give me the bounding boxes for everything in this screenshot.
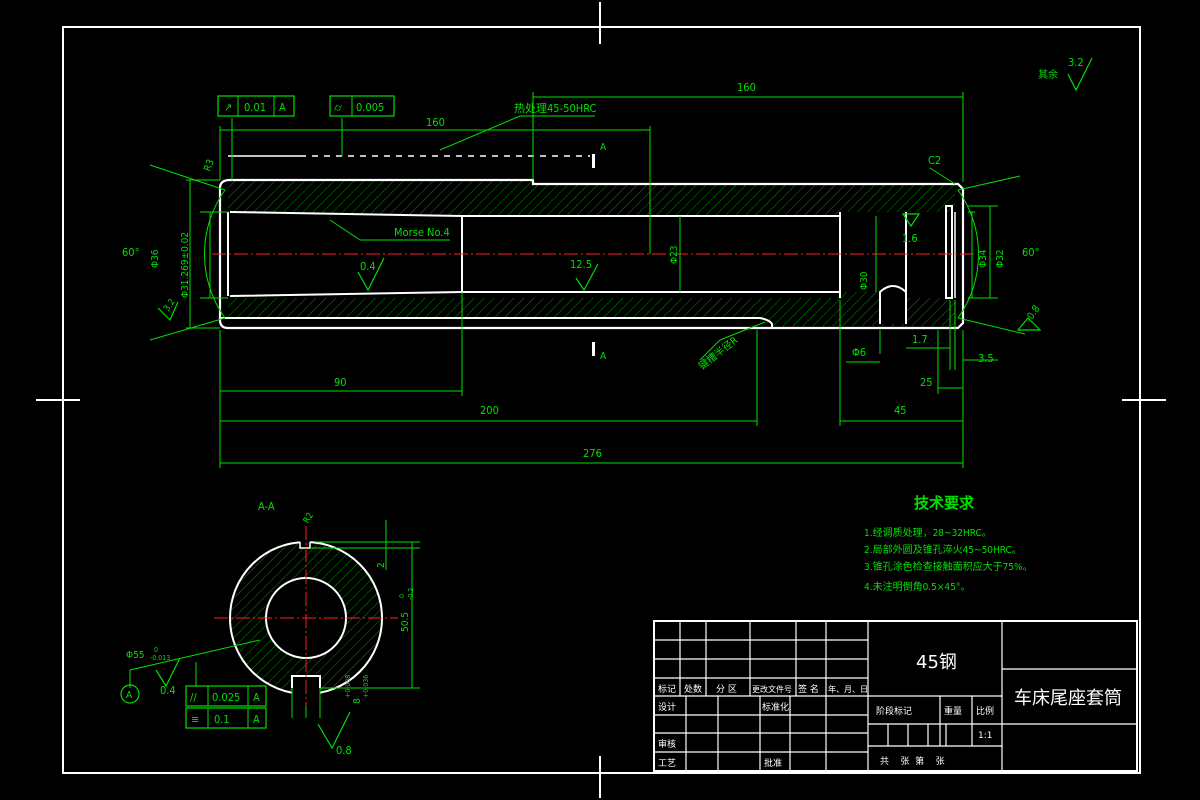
technical-requirements: 技术要求 1.经调质处理，28~32HRC。 2.局部外圆及锥孔淬火45~50H… [864,494,1033,593]
tolerance-frame-cylindricity: ⌭ 0.005 [329,95,395,117]
section-dim-groove: 2 [376,562,387,568]
keyway-note: 键槽半径R [696,334,740,373]
rev-header-date: 年、月、日 [828,684,868,694]
upper-wall-hatch [228,180,955,216]
sheets-label: 共 张 第 张 [880,755,945,767]
roughness-12-5: 12.5 [570,258,592,271]
svg-text:↗: ↗ [224,101,232,114]
roughness-rest-label: 其余 [1038,68,1058,81]
dim-phi-23: Φ23 [669,245,680,264]
roughness-0-4: 0.4 [360,260,376,273]
roughness-1-6: 1.6 [902,232,918,245]
dim-phi-36: Φ36 [150,249,161,268]
section-roughness-0-4: 0.4 [160,684,176,697]
section-dim-r2: R2 [302,511,316,525]
tech-req-title: 技术要求 [914,494,975,512]
svg-text:0.025: 0.025 [212,691,240,704]
svg-text:A: A [279,101,286,114]
svg-text:0.1: 0.1 [214,713,230,726]
rev-header-zone: 分 区 [716,684,737,695]
dim-phi-6: Φ6 [852,346,866,359]
tech-req-item: 2.局部外圆及锥孔淬火45~50HRC。 [864,543,1022,556]
section-datum-a: A [126,690,133,701]
section-dim-height-tol: -0.2 [407,588,415,600]
rev-header-mark: 标记 [658,683,676,695]
section-dim-slot-tol-top: +0.098 [344,675,352,698]
section-view: A-A A Φ55 0 -0.013 50.5 0 -0.2 [120,500,420,757]
stage-mark-label: 阶段标记 [876,705,912,717]
tech-req-item: 4.未注明倒角0.5×45°。 [864,580,970,593]
tolerance-frame-runout: ↗ 0.01 A [217,95,295,117]
dim-phi-34: Φ34 [978,249,989,268]
svg-text:A: A [253,713,260,726]
row-process: 工艺 [658,758,676,769]
svg-text:⌭: ⌭ [334,101,342,114]
row-approve: 批准 [764,757,782,769]
tolerance-frame-parallelism: // 0.025 A [185,685,267,707]
rev-header-sign: 签 名 [798,683,819,695]
section-dim-height-tol-top: 0 [398,594,406,598]
tech-req-item: 3.锥孔涂色检查接触面积应大于75%。 [864,560,1033,573]
row-review: 审核 [658,738,676,750]
dim-angle-left: 60° [122,246,140,259]
drawing-frame [36,2,1166,798]
section-dim-slot: 8 [352,698,363,704]
dim-3-5: 3.5 [978,352,994,365]
dim-angle-right: 60° [1022,246,1040,259]
dim-r3: R3 [202,158,216,173]
roughness-0-8-right: 0.8 [1025,303,1042,321]
section-mark-top: A [600,142,607,153]
roughness-3-2-rest: 3.2 [1068,56,1084,69]
roughness-3-2-left: 3.2 [162,297,178,313]
scale-value: 1:1 [978,731,992,741]
section-dim-slot-tol-bottom: +0.036 [362,675,370,698]
svg-text://: // [190,691,197,704]
scale-label: 比例 [976,705,994,717]
dim-160-upper: 160 [426,116,445,129]
dim-c2: C2 [928,154,941,167]
rev-header-doc: 更改文件号 [752,684,792,694]
dim-276: 276 [583,447,602,460]
svg-text:≡: ≡ [191,713,199,726]
tech-req-item: 1.经调质处理，28~32HRC。 [864,526,992,539]
section-roughness-0-8: 0.8 [336,744,352,757]
section-mark-bottom: A [600,351,607,362]
dim-25: 25 [920,376,933,389]
title-block: 45钢 车床尾座套筒 标记 处数 分 区 更改文件号 签 名 年、月、日 设计 … [653,620,1138,772]
title-material: 45钢 [916,652,957,673]
section-dim-outer-tol-top: 0 [154,646,158,654]
svg-text:A: A [253,691,260,704]
section-dim-height: 50.5 [400,612,411,632]
heat-treatment-note: 热处理45-50HRC [514,102,597,115]
svg-text:0.005: 0.005 [356,101,384,114]
section-label: A-A [258,500,275,513]
dim-90: 90 [334,376,347,389]
row-design: 设计 [658,701,676,713]
svg-text:0.01: 0.01 [244,101,266,114]
title-part-name: 车床尾座套筒 [1014,688,1122,709]
dim-160-top: 160 [737,81,756,94]
lower-wall-hatch [228,292,955,326]
section-dim-outer-tol: -0.013 [150,654,170,662]
dim-phi-31-269: Φ31.269±0.02 [180,232,191,298]
dim-phi-32: Φ32 [995,249,1006,268]
row-standard: 标准化 [762,701,789,713]
weight-label: 重量 [944,705,962,717]
rev-header-count: 处数 [684,683,702,695]
dim-200: 200 [480,404,499,417]
main-view: A A [122,56,1093,468]
sleeve-outline [218,178,965,330]
dim-phi-30: Φ30 [859,271,870,290]
dim-45: 45 [894,404,907,417]
tolerance-frame-symmetry: ≡ 0.1 A [185,707,267,729]
morse-taper-note: Morse No.4 [394,226,450,239]
section-dim-outer: Φ55 [126,650,145,661]
dim-1-7: 1.7 [912,333,928,346]
